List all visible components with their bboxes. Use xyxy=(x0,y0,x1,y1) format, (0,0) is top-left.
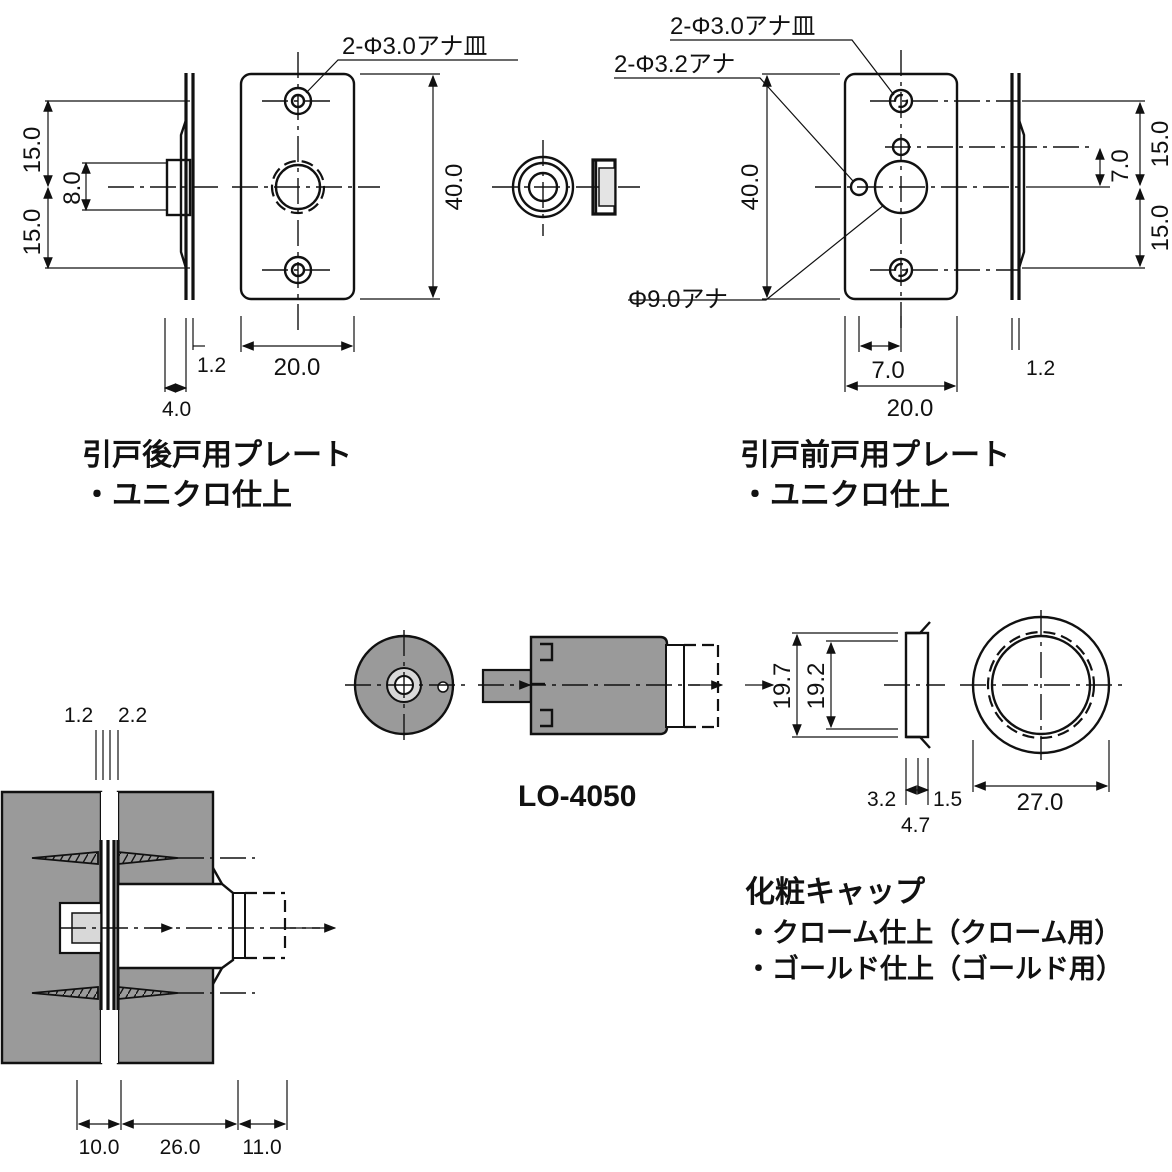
dim-cap-1-5: 1.5 xyxy=(933,788,962,811)
dim-cap-4-7: 4.7 xyxy=(901,814,930,837)
dim-front-15-bottom: 15.0 xyxy=(1147,205,1172,252)
latch-side-view xyxy=(478,635,724,736)
cap-finish-gold: ・ゴールド仕上（ゴールド用） xyxy=(745,953,1123,985)
dim-front-15-top: 15.0 xyxy=(1147,121,1172,168)
dim-rear-thick: 1.2 xyxy=(197,354,226,377)
cap-front-view: 27.0 xyxy=(960,610,1128,816)
front-hole-note-1: 2-Φ3.0アナ皿 xyxy=(670,13,815,40)
dim-rear-15-bottom: 15.0 xyxy=(19,209,46,256)
front-plate-caption: 引戸前戸用プレート xyxy=(740,438,1010,473)
dim-gap-1-2: 1.2 xyxy=(64,704,93,727)
dim-front-40: 40.0 xyxy=(737,164,764,211)
dim-cap-19-2: 19.2 xyxy=(803,663,830,710)
dim-cap-27: 27.0 xyxy=(1017,789,1064,816)
front-plate-finish: ・ユニクロ仕上 xyxy=(740,478,950,513)
front-hole-note-3: Φ9.0アナ xyxy=(628,286,728,313)
latch-end-view xyxy=(345,630,470,745)
front-plate-side-view: 15.0 15.0 7.0 1.2 xyxy=(1010,73,1172,380)
dim-front-20: 20.0 xyxy=(887,395,934,422)
cap-side-view: 19.7 19.2 3.2 1.5 4.7 xyxy=(745,621,962,837)
cap-caption: 化粧キャップ xyxy=(745,875,926,910)
install-dimensions: 1.2 2.2 10.0 26.0 11.0 xyxy=(64,704,288,1159)
install-section-view xyxy=(0,790,337,1065)
dim-rear-15-top: 15.0 xyxy=(19,127,46,174)
bushing-front-view xyxy=(492,140,640,236)
dim-install-11: 11.0 xyxy=(242,1136,281,1159)
rear-plate-caption: 引戸後戸用プレート xyxy=(82,438,352,473)
dim-cap-19-7: 19.7 xyxy=(769,663,796,710)
dim-front-7-bottom: 7.0 xyxy=(871,357,904,384)
dim-rear-8: 8.0 xyxy=(59,171,86,204)
dim-front-7-right: 7.0 xyxy=(1107,149,1134,182)
cap-finish-chrome: ・クローム仕上（クローム用） xyxy=(745,918,1121,949)
rear-plate-finish: ・ユニクロ仕上 xyxy=(82,478,292,513)
dim-cap-3-2: 3.2 xyxy=(867,788,896,811)
rear-plate-front-view: 40.0 20.0 2-Φ3.0アナ皿 xyxy=(232,33,518,381)
rear-plate-dimensions: 15.0 15.0 8.0 1.2 4.0 xyxy=(19,99,226,421)
dim-install-26: 26.0 xyxy=(160,1136,201,1159)
front-plate-front-view: 40.0 2-Φ3.0アナ皿 2-Φ3.2アナ Φ9.0アナ 7.0 20.0 xyxy=(614,13,1095,422)
dim-install-10: 10.0 xyxy=(79,1136,120,1159)
dim-gap-2-2: 2.2 xyxy=(118,704,147,727)
rear-plate-side-view xyxy=(45,73,220,300)
latch-model: LO-4050 xyxy=(518,780,636,813)
front-hole-note-2: 2-Φ3.2アナ xyxy=(614,51,735,78)
dim-front-thick: 1.2 xyxy=(1026,357,1055,380)
bushing-side-view xyxy=(591,158,617,216)
dim-rear-40: 40.0 xyxy=(441,164,468,211)
dim-rear-depth: 4.0 xyxy=(162,398,191,421)
dim-rear-20: 20.0 xyxy=(274,354,321,381)
rear-hole-note: 2-Φ3.0アナ皿 xyxy=(342,33,487,60)
